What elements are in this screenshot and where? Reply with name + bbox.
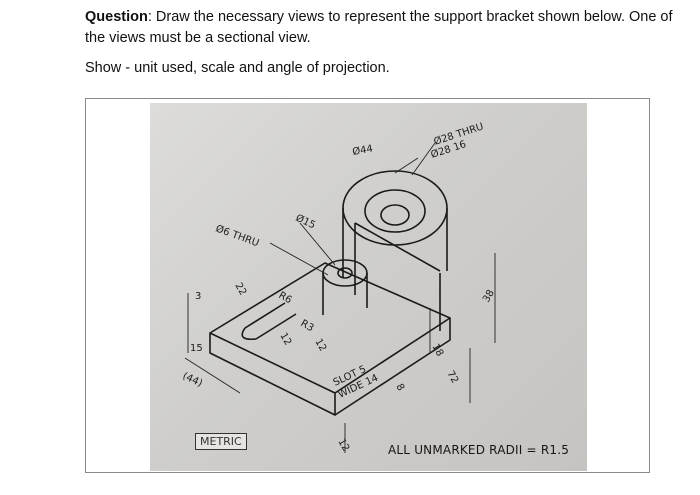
dim-22: 22 <box>232 281 248 298</box>
instruction-text: Show - unit used, scale and angle of pro… <box>85 60 390 76</box>
dim-8: 8 <box>393 382 406 393</box>
dim-72: 72 <box>444 369 460 386</box>
dim-d44: Ø44 <box>351 143 373 158</box>
through-hole <box>380 204 410 226</box>
dim-d15: Ø15 <box>294 212 318 232</box>
upright-block <box>354 222 441 331</box>
bracket-isometric-drawing: Ø44 Ø28 THRU Ø28 16 Ø15 Ø6 THRU R6 R3 22… <box>181 120 497 454</box>
slot-end <box>241 327 257 341</box>
metric-label: METRIC <box>195 433 247 450</box>
question-body: : Draw the necessary views to represent … <box>85 9 673 46</box>
counterbore <box>364 189 426 233</box>
small-boss-hole <box>337 267 353 279</box>
slot-lines <box>244 302 297 340</box>
dim-r6: R6 <box>277 290 294 306</box>
question-label: Question <box>85 9 148 25</box>
base-side-face <box>334 318 451 416</box>
dim-15: 15 <box>190 343 203 354</box>
dim-3: 3 <box>195 291 201 302</box>
small-boss-sides <box>322 273 368 315</box>
base-front-face <box>209 333 336 416</box>
boss-sides <box>342 208 448 278</box>
unmarked-radii-note: ALL UNMARKED RADII = R1.5 <box>388 443 570 457</box>
bracket-drawing-photo: Ø44 Ø28 THRU Ø28 16 Ø15 Ø6 THRU R6 R3 22… <box>150 103 587 471</box>
dim-12a: 12 <box>277 331 293 348</box>
dim-12c: 12 <box>335 437 351 454</box>
dim-12b: 12 <box>312 337 328 354</box>
dim-d6thru: Ø6 THRU <box>214 223 261 250</box>
dim-r3: R3 <box>299 318 316 334</box>
question-text: Question: Draw the necessary views to re… <box>85 7 675 49</box>
large-boss-top <box>342 170 448 246</box>
dim-44: (44) <box>181 371 204 390</box>
small-boss-top <box>322 259 368 287</box>
